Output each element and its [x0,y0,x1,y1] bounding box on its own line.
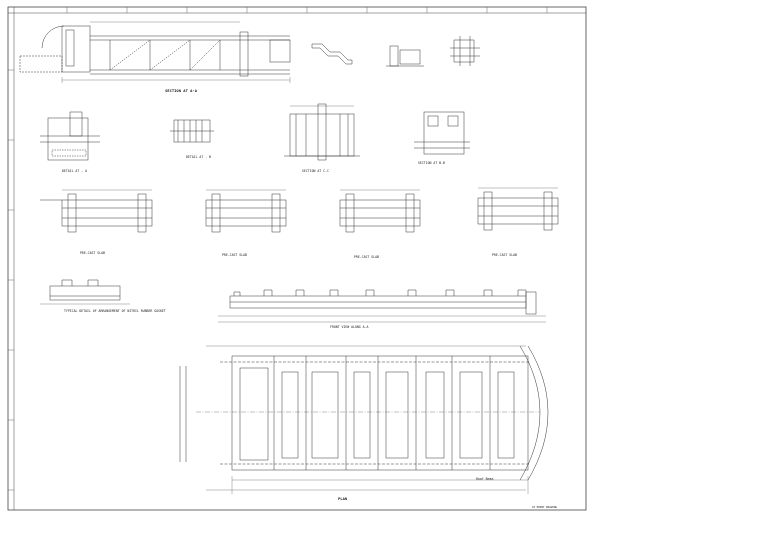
slab1-title: PRE-CAST SLAB [80,251,105,255]
slab3-title: PRE-CAST SLAB [354,255,379,259]
plan-view [179,345,549,494]
gasket-title: TYPICAL DETAIL OF ARRANGEMENT OF NITRIL … [64,309,166,313]
section-bb-title: SECTION AT B-B [418,161,445,165]
section-aa-view [19,21,291,83]
detail-a-title: DETAIL AT - A [62,169,87,173]
precast-slab-2 [205,189,287,233]
detail-b-view [170,119,214,143]
section-cc-title: SECTION AT C-C [302,169,329,173]
small-details-top [311,36,480,67]
precast-slab-3 [339,189,421,233]
sheet-stamp: A3 PRINT DRAWING [532,505,557,509]
detail-a-view [40,111,100,161]
front-view-title: FRONT VIEW ALONG A-A [330,325,368,329]
sheet-frame [7,6,587,511]
section-aa-title: SECTION AT A-A [165,88,198,93]
slab2-title: PRE-CAST SLAB [222,253,247,257]
section-cc-view [284,103,360,161]
precast-slab-4 [477,187,559,231]
section-bb-view [414,111,470,155]
gasket-detail-view [40,279,130,305]
roof-beam-label: Roof Beam [476,477,493,481]
front-view-along-aa [218,289,546,323]
plan-title: PLAN [338,496,348,501]
slab4-title: PRE-CAST SLAB [492,253,517,257]
precast-slab-1 [40,189,153,233]
detail-b-title: DETAIL AT - B [186,155,211,159]
